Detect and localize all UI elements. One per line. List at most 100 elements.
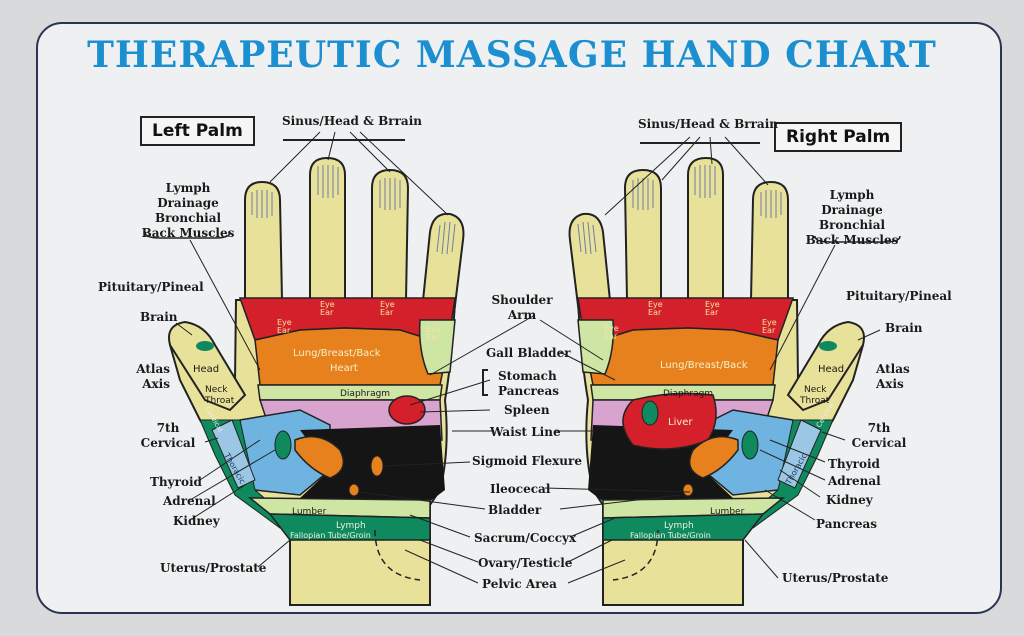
left-zone-ear-2: Ear [320, 308, 334, 317]
label-pelvic: Pelvic Area [482, 577, 557, 591]
left-zone-lymph: Lymph [336, 521, 366, 531]
left-brain-spot [196, 341, 214, 351]
right-hand [568, 156, 865, 606]
label-pituitary-right: Pituitary/Pineal [846, 289, 952, 303]
label-ovary: Ovary/Testicle [478, 556, 573, 570]
left-zone-throat: Throat [204, 396, 235, 406]
left-lymph-bracket [144, 231, 231, 239]
label-sacrum: Sacrum/Coccyx [474, 531, 577, 545]
left-middle-finger [371, 168, 410, 301]
left-thumb [168, 320, 247, 412]
label-atlas-right: Atlas Axis [876, 362, 910, 391]
left-zone-eye-2: Eye [320, 300, 335, 309]
right-zone-neck: Neck [804, 385, 827, 395]
right-brain-spot [819, 341, 837, 351]
right-palm-label: Right Palm [774, 122, 903, 152]
label-thyroid-right: Thyroid [828, 457, 880, 471]
left-zone-ear-1: Ear [277, 326, 291, 335]
left-zone-lumber: Lumber [292, 507, 327, 517]
right-ileocecal [682, 483, 694, 497]
label-kidney-left: Kidney [173, 514, 220, 528]
label-sigmoid: Sigmoid Flexure [472, 454, 582, 468]
left-zone-eye-3: Eye [380, 300, 395, 309]
label-spleen: Spleen [504, 403, 550, 417]
label-shoulder: Shoulder Arm [491, 293, 553, 322]
left-spleen [388, 395, 426, 425]
label-lymph-right: Lymph Drainage Bronchial Back Muscles [805, 188, 899, 247]
right-fingertip-hatch [577, 165, 782, 255]
left-zone-eye-1: Eye [277, 318, 292, 327]
left-zone-ear-4: Ear [426, 333, 440, 342]
left-zone-neck: Neck [205, 385, 228, 395]
right-zone-ear-1: Ear [604, 332, 618, 341]
label-atlas-left: Atlas Axis [136, 362, 170, 391]
label-adrenal-left: Adrenal [163, 494, 216, 508]
chart-title: THERAPEUTIC MASSAGE HAND CHART [87, 34, 937, 76]
left-palm-label: Left Palm [140, 116, 255, 146]
left-zone-lung-1: Lung/Breast/Back [293, 348, 381, 359]
right-zone-lung: Lung/Breast/Back [660, 360, 748, 371]
left-bladder [348, 483, 360, 497]
label-cervical-right: 7th Cervical [851, 421, 907, 450]
right-shoulder-zone [577, 319, 615, 375]
right-little-finger [749, 180, 789, 301]
right-zone-ear-3: Ear [705, 308, 719, 317]
right-intestine-zone [588, 425, 733, 505]
left-zone-head: Head [193, 364, 219, 375]
left-zone-lung-2: Heart [330, 363, 358, 374]
left-sigmoid [370, 455, 384, 477]
right-zone-head: Head [818, 364, 844, 375]
right-lymph-band [602, 513, 765, 541]
left-fingertip-hatch [251, 165, 456, 255]
left-shoulder-zone [418, 319, 456, 375]
label-brain-right: Brain [885, 321, 923, 335]
right-zone-eye-2: Eye [648, 300, 663, 309]
label-gall-bladder: Gall Bladder [486, 346, 571, 360]
label-lymph-left: Lymph Drainage Bronchial Back Muscles [141, 181, 235, 240]
left-zone-fallopian: Fallopian Tube/Groin [290, 531, 371, 540]
right-middle-finger [623, 168, 662, 301]
label-waist-line: Waist Line [490, 425, 561, 439]
leader-lines [175, 131, 881, 584]
right-thumb [786, 320, 865, 412]
right-zone-eye-3: Eye [705, 300, 720, 309]
right-zone-eye-1: Eye [604, 324, 619, 333]
label-pancreas-right: Pancreas [816, 517, 877, 531]
left-lymph-band [268, 513, 431, 541]
label-adrenal-right: Adrenal [828, 474, 881, 488]
left-zone-ear-3: Ear [380, 308, 394, 317]
left-hand: Eye Ear Eye Ear Eye Ear Eye Ear Lung/Bre… [168, 156, 465, 606]
right-zone-eye-4: Eye [762, 318, 777, 327]
label-bladder: Bladder [488, 503, 542, 517]
label-kidney-right: Kidney [826, 493, 873, 507]
right-zone-liver: Liver [668, 417, 693, 428]
left-zone-eye-4: Eye [426, 325, 441, 334]
right-ring-finger [687, 156, 724, 301]
label-stomach: Stomach Pancreas [498, 369, 559, 398]
label-sinus-left: Sinus/Head & Brrain [282, 114, 422, 128]
label-cervical-left: 7th Cervical [140, 421, 196, 450]
label-sinus-right: Sinus/Head & Brrain [638, 117, 778, 131]
right-zone-throat: Throat [799, 396, 830, 406]
right-zone-lumber: Lumber [710, 507, 745, 517]
right-zone-fallopian: Fallopian Tube/Groin [630, 531, 711, 540]
right-lymph-bracket [814, 235, 901, 243]
left-zone-diaphragm: Diaphragm [340, 389, 390, 399]
left-little-finger [244, 180, 284, 301]
label-pituitary-left: Pituitary/Pineal [98, 280, 204, 294]
right-kidney [741, 430, 759, 460]
left-thoracic-band [211, 419, 256, 489]
right-stomach [688, 435, 739, 479]
left-kidney [274, 430, 292, 460]
left-stomach [294, 435, 345, 479]
stomach-bracket [482, 369, 488, 396]
right-zone-ear-4: Ear [762, 326, 776, 335]
right-zone-ear-2: Ear [648, 308, 662, 317]
left-ring-finger [309, 156, 346, 301]
label-uterus-right: Uterus/Prostate [782, 571, 889, 585]
right-zone-diaphragm: Diaphragm [663, 389, 713, 399]
label-uterus-left: Uterus/Prostate [160, 561, 267, 575]
label-brain-left: Brain [140, 310, 178, 324]
